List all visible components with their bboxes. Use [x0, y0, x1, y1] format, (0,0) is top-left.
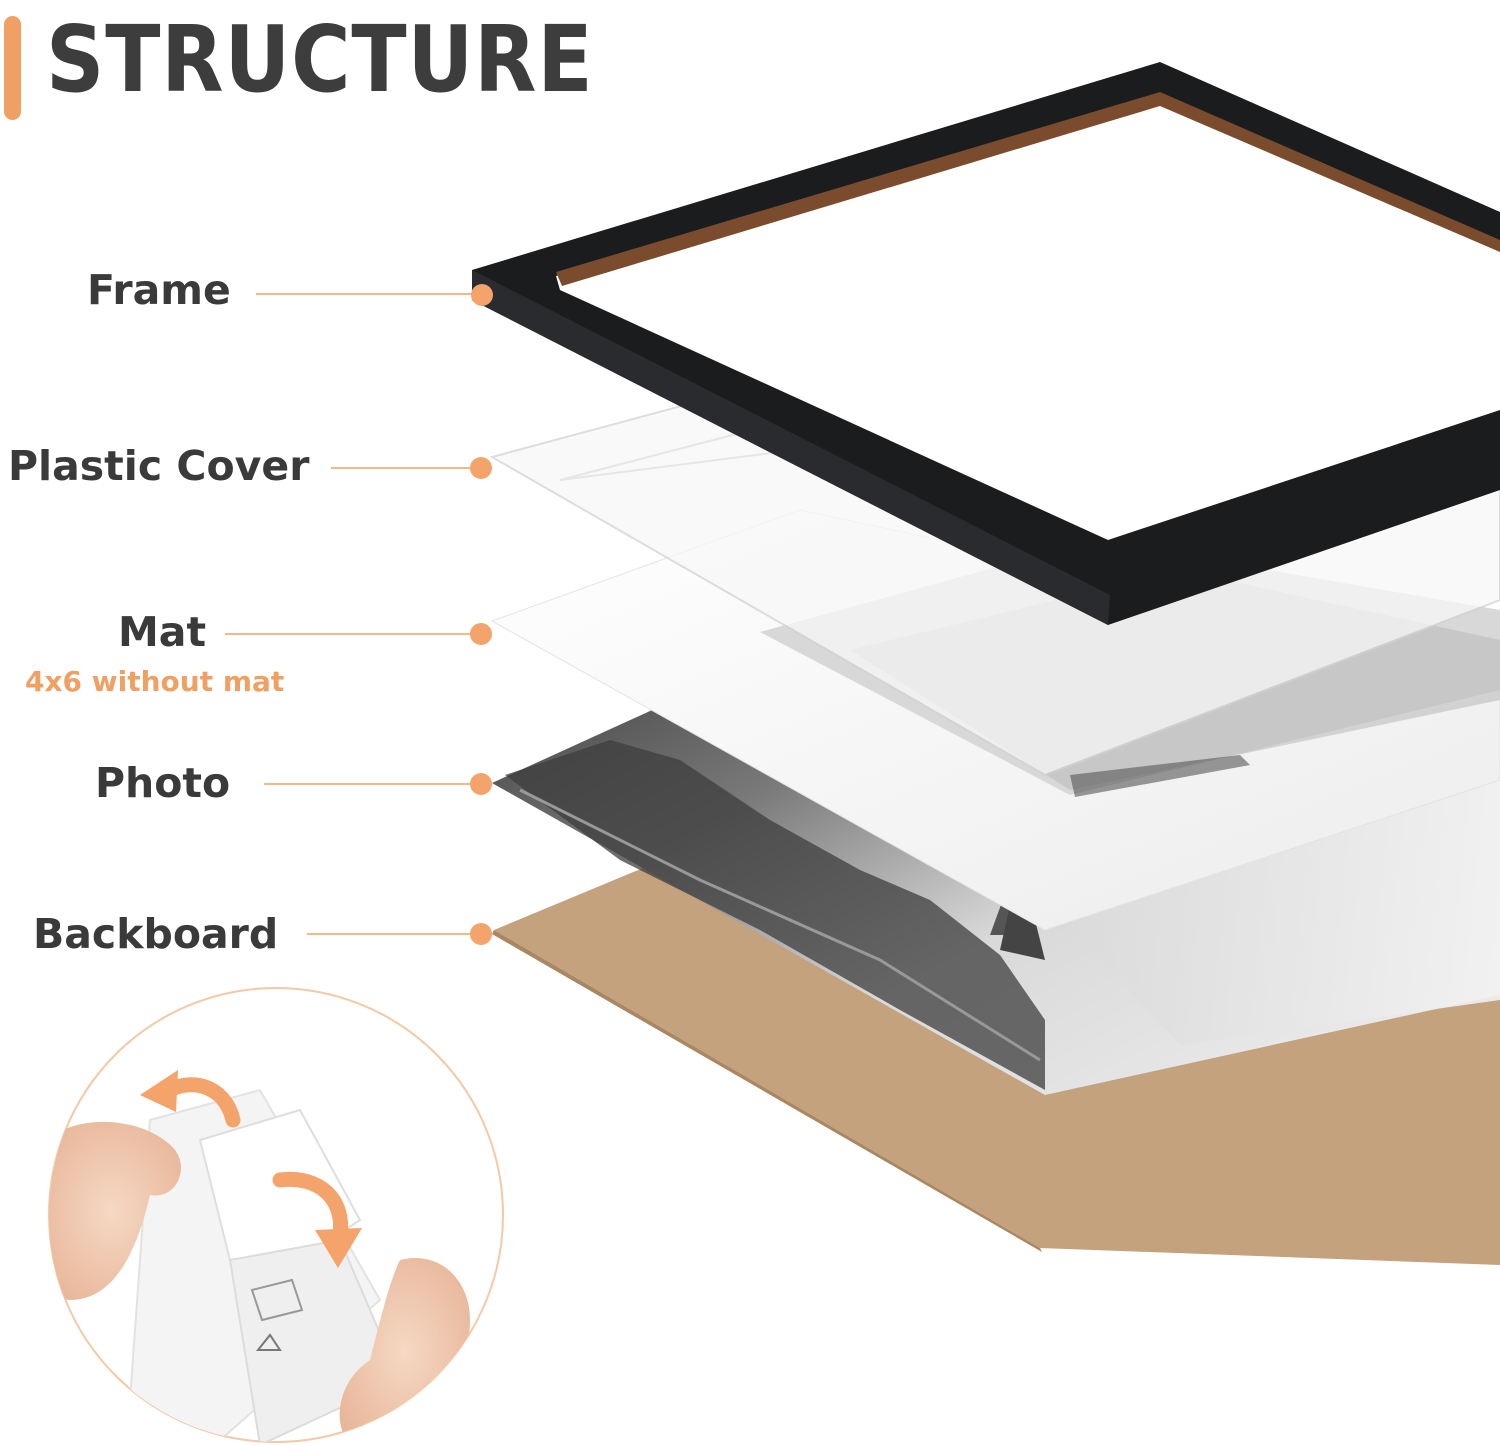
- marker-dot-frame: [471, 284, 493, 306]
- title-accent-bar: [4, 16, 21, 120]
- marker-dot-mat: [470, 623, 492, 645]
- label-mat-note: 4x6 without mat: [25, 665, 285, 698]
- leader-line-mat: [225, 633, 475, 635]
- leader-line-plastic-cover: [331, 467, 476, 469]
- curved-arrow-left-icon: [140, 1070, 241, 1128]
- label-mat: Mat: [118, 608, 207, 656]
- curved-arrow-down-icon: [272, 1171, 362, 1268]
- label-plastic-cover: Plastic Cover: [8, 442, 310, 490]
- black-frame: [472, 62, 1500, 625]
- peel-film-inset: [48, 987, 504, 1443]
- label-frame: Frame: [87, 266, 231, 314]
- marker-dot-photo: [470, 773, 492, 795]
- label-backboard: Backboard: [33, 910, 279, 958]
- page-title: STRUCTURE: [46, 6, 594, 113]
- leader-line-photo: [264, 783, 476, 785]
- marker-dot-backboard: [470, 923, 492, 945]
- marker-dot-plastic-cover: [470, 457, 492, 479]
- leader-line-frame: [256, 293, 476, 295]
- leader-line-backboard: [307, 933, 475, 935]
- label-photo: Photo: [95, 759, 231, 807]
